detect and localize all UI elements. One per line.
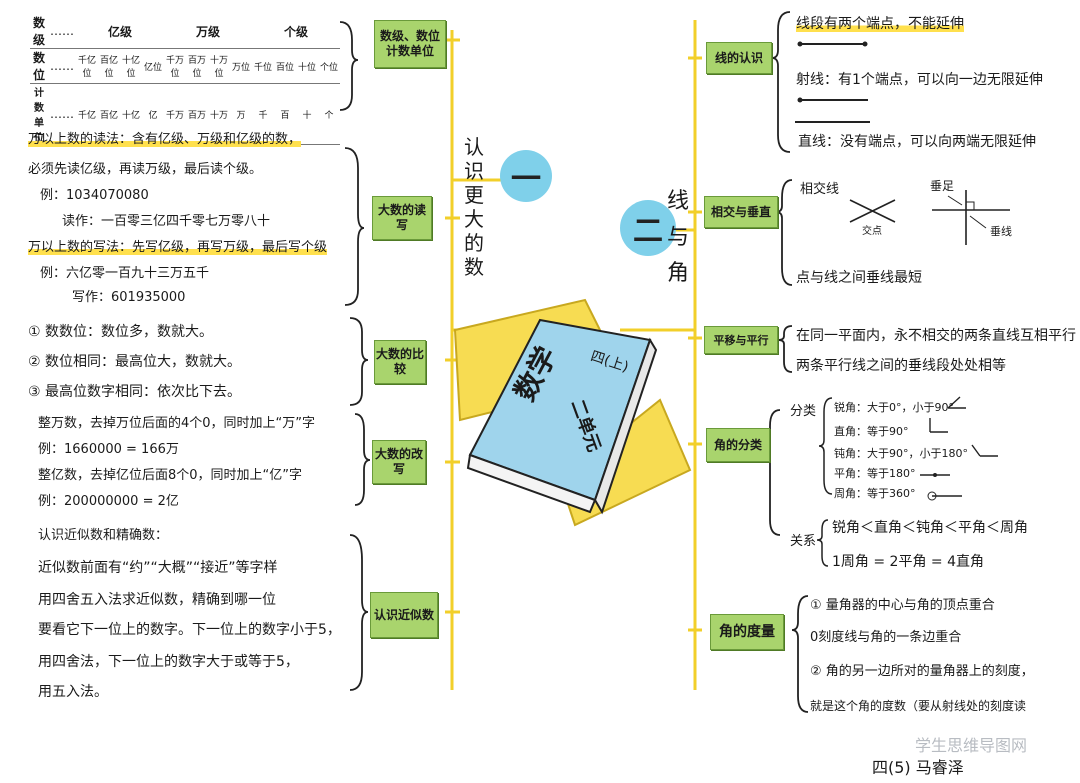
branch-parallel: 平移与平行 (704, 326, 778, 354)
ellipsis: …… (48, 14, 76, 49)
measure-4: 就是这个角的度数（要从射线处的刻度读 (810, 699, 1027, 713)
kind-obtuse: 钝角：大于90°，小于180° (834, 447, 968, 460)
approx-2: 近似数前面有“约”“大概”“接近”等字样 (38, 560, 278, 576)
classify-relation-label: 关系 (790, 534, 817, 549)
compare-1: ① 数数位：数位多，数就大。 (28, 324, 214, 340)
place-cell: 十位 (296, 48, 318, 84)
write-answer: 写作：601935000 (72, 290, 186, 305)
compare-2: ② 数位相同：最高位大，数就大。 (28, 354, 242, 370)
read-example: 例：1034070080 (40, 188, 149, 203)
part1-number: 一 (500, 150, 552, 202)
rewrite-2: 例：1660000 = 166万 (38, 442, 179, 457)
branch-lines: 线的认识 (706, 42, 772, 74)
perp-foot-label: 垂足 (930, 179, 955, 193)
branch-place-value: 数级、数位计数单位 (374, 20, 446, 68)
read-rule-text: 万以上数的读法：含有亿级、万级和亿级的数， (28, 132, 302, 147)
relation-2: 1周角 = 2平角 = 4直角 (832, 554, 984, 570)
read-answer: 读作：一百零三亿四千零七万零八十 (62, 214, 271, 229)
ellipsis: …… (48, 48, 76, 84)
straight-text: 直线：没有端点，可以向两端无限延伸 (798, 134, 1036, 150)
level-yi: 亿级 (76, 14, 164, 49)
perp-line-label: 垂线 (990, 225, 1012, 238)
write-rule-text: 万以上数的写法：先写亿级，再写万级，最后写个级 (28, 240, 328, 255)
approx-6: 用五入法。 (38, 684, 108, 700)
segment-text-inner: 线段有两个端点，不能延伸 (796, 16, 964, 32)
place-cell: 千万位 (164, 48, 186, 84)
part1-title: 认识更大的数 (464, 135, 484, 279)
place-cell: 亿位 (142, 48, 164, 84)
approx-1: 认识近似数和精确数： (38, 528, 169, 543)
parallel-1: 在同一平面内，永不相交的两条直线互相平行 (796, 328, 1076, 344)
unit-cell: 个 (318, 83, 340, 145)
row-head-level: 数级 (30, 14, 48, 49)
branch-compare: 大数的比较 (374, 340, 426, 384)
place-value-table: 数级 …… 亿级 万级 个级 数位 …… 千亿位 百亿位 十亿位 亿位 千万位 … (30, 14, 340, 145)
approx-5: 用四舍法，下一位上的数字大于或等于5， (38, 654, 299, 670)
place-cell: 百位 (274, 48, 296, 84)
branch-rewrite: 大数的改写 (372, 440, 426, 484)
branch-approx: 认识近似数 (370, 592, 438, 638)
place-value-grid: 数级 …… 亿级 万级 个级 数位 …… 千亿位 百亿位 十亿位 亿位 千万位 … (30, 14, 340, 145)
kind-full: 周角：等于360° (834, 487, 916, 500)
classify-kind-label: 分类 (790, 404, 817, 419)
branch-classify: 角的分类 (706, 428, 770, 462)
place-cell: 十万位 (208, 48, 230, 84)
book-illustration (453, 298, 692, 527)
rewrite-3: 整亿数，去掉亿位后面8个0，同时加上“亿”字 (38, 468, 303, 483)
place-cell: 个位 (318, 48, 340, 84)
place-cell: 百万位 (186, 48, 208, 84)
place-cell: 万位 (230, 48, 252, 84)
place-cell: 十亿位 (120, 48, 142, 84)
point-label: 交点 (862, 226, 882, 237)
measure-3: ② 角的另一边所对的量角器上的刻度， (810, 664, 1034, 679)
read-rule: 万以上数的读法：含有亿级、万级和亿级的数， (28, 132, 302, 148)
part2-title: 线与角 (666, 189, 689, 286)
branch-measure: 角的度量 (710, 614, 784, 650)
place-cell: 千位 (252, 48, 274, 84)
intersect-label: 相交线 (800, 182, 840, 197)
approx-3: 用四舍五入法求近似数，精确到哪一位 (38, 592, 276, 608)
place-cell: 千亿位 (76, 48, 98, 84)
write-rule: 万以上数的写法：先写亿级，再写万级，最后写个级 (28, 240, 328, 256)
unit-cell: 十 (296, 83, 318, 145)
write-example: 例：六亿零一百九十三万五千 (40, 266, 210, 281)
place-cell: 百亿位 (98, 48, 120, 84)
author: 四(5) 马睿泽 (872, 758, 964, 777)
measure-1: ① 量角器的中心与角的顶点重合 (810, 598, 995, 613)
part2-number: 二 (620, 200, 676, 256)
level-wan: 万级 (164, 14, 252, 49)
segment-text: 线段有两个端点，不能延伸 (796, 16, 964, 32)
measure-2: 0刻度线与角的一条边重合 (810, 630, 962, 645)
branch-read-write: 大数的读写 (372, 196, 432, 240)
kind-straight: 平角：等于180° (834, 467, 916, 480)
rewrite-1: 整万数，去掉万位后面的4个0，同时加上“万”字 (38, 416, 316, 431)
ray-text: 射线：有1个端点，可以向一边无限延伸 (796, 72, 1043, 88)
level-ge: 个级 (252, 14, 340, 49)
watermark: 学生思维导图网 (915, 736, 1028, 755)
relation-1: 锐角＜直角＜钝角＜平角＜周角 (832, 520, 1028, 536)
approx-4: 要看它下一位上的数字。下一位上的数字小于5， (38, 622, 341, 638)
compare-3: ③ 最高位数字相同：依次比下去。 (28, 384, 242, 400)
read-rule-cont: 必须先读亿级，再读万级，最后读个级。 (28, 162, 263, 177)
parallel-2: 两条平行线之间的垂线段处处相等 (796, 358, 1006, 374)
kind-right: 直角：等于90° (834, 425, 909, 438)
intersect-note: 点与线之间垂线最短 (796, 270, 922, 286)
rewrite-4: 例：200000000 = 2亿 (38, 494, 179, 509)
row-head-place: 数位 (30, 48, 48, 84)
branch-intersect: 相交与垂直 (704, 196, 778, 228)
kind-acute: 锐角：大于0°，小于90° (834, 401, 954, 414)
